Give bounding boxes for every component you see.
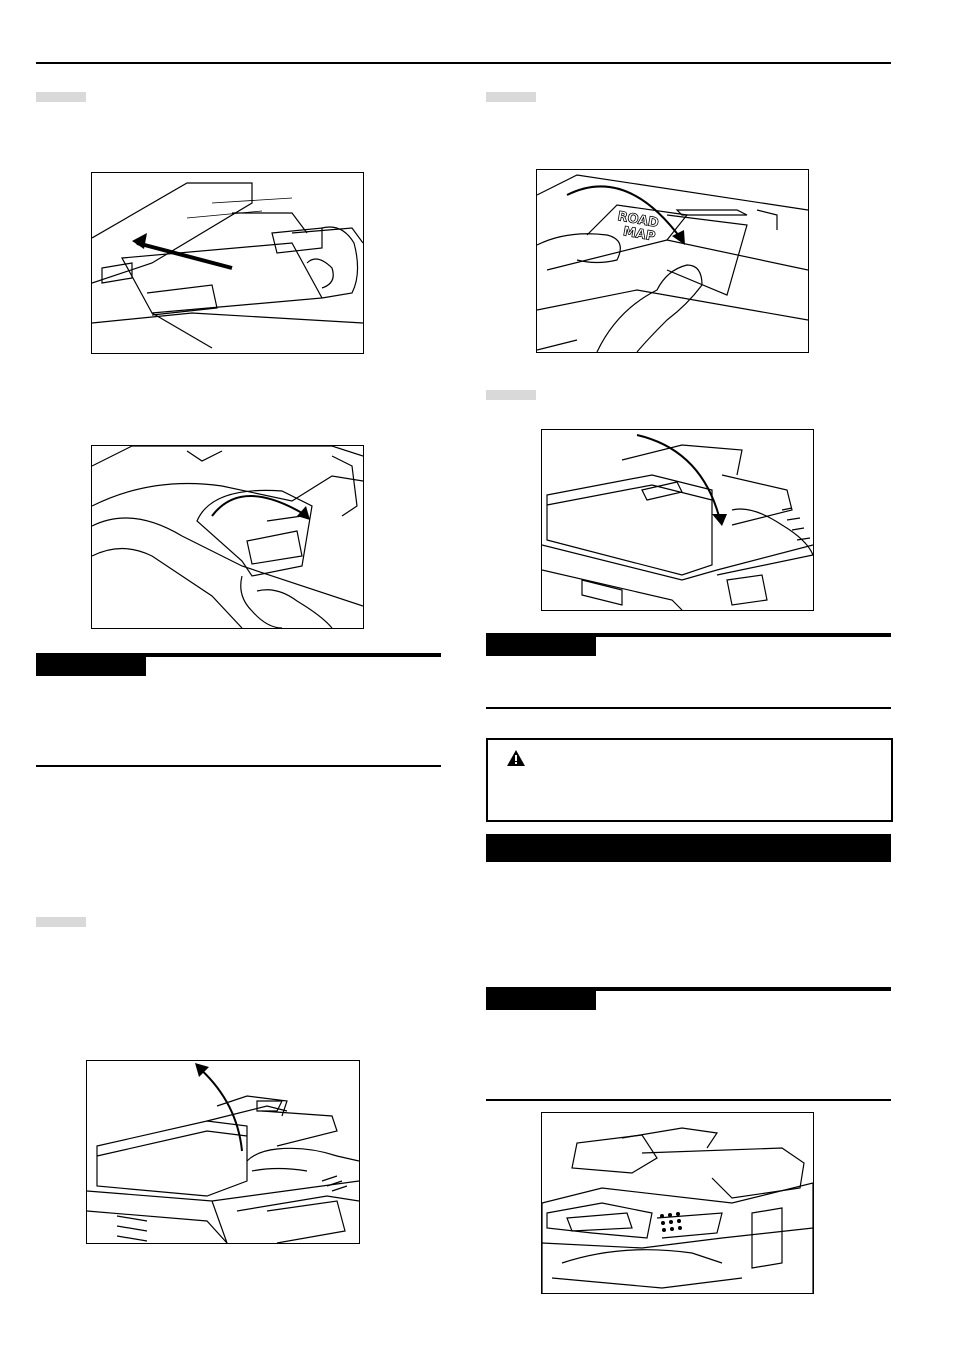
note-end-rule [486, 1099, 891, 1101]
figure-copier-overview [541, 1112, 814, 1294]
step-tag [36, 917, 86, 927]
note-rule [36, 653, 441, 657]
figure-document-tray-guides [91, 172, 364, 354]
figure-place-book-original: ROAD MAP [536, 169, 809, 353]
step-tag [486, 390, 536, 400]
figure-open-document-processor [86, 1060, 360, 1244]
note-label [486, 990, 596, 1010]
figure-close-document-processor [541, 429, 814, 611]
note-label [486, 636, 596, 656]
note-label [36, 656, 146, 676]
note-end-rule [36, 765, 441, 767]
step-tag [36, 92, 86, 102]
warning-triangle-icon [507, 750, 525, 766]
step-tag [486, 92, 536, 102]
road-map-line-2: MAP [622, 224, 657, 244]
section-heading-bar [486, 834, 891, 862]
note-rule [486, 633, 891, 637]
header-rule [36, 62, 891, 64]
figure-original-stopper [91, 445, 364, 629]
caution-box [486, 738, 893, 822]
note-end-rule [486, 707, 891, 709]
note-rule [486, 987, 891, 991]
